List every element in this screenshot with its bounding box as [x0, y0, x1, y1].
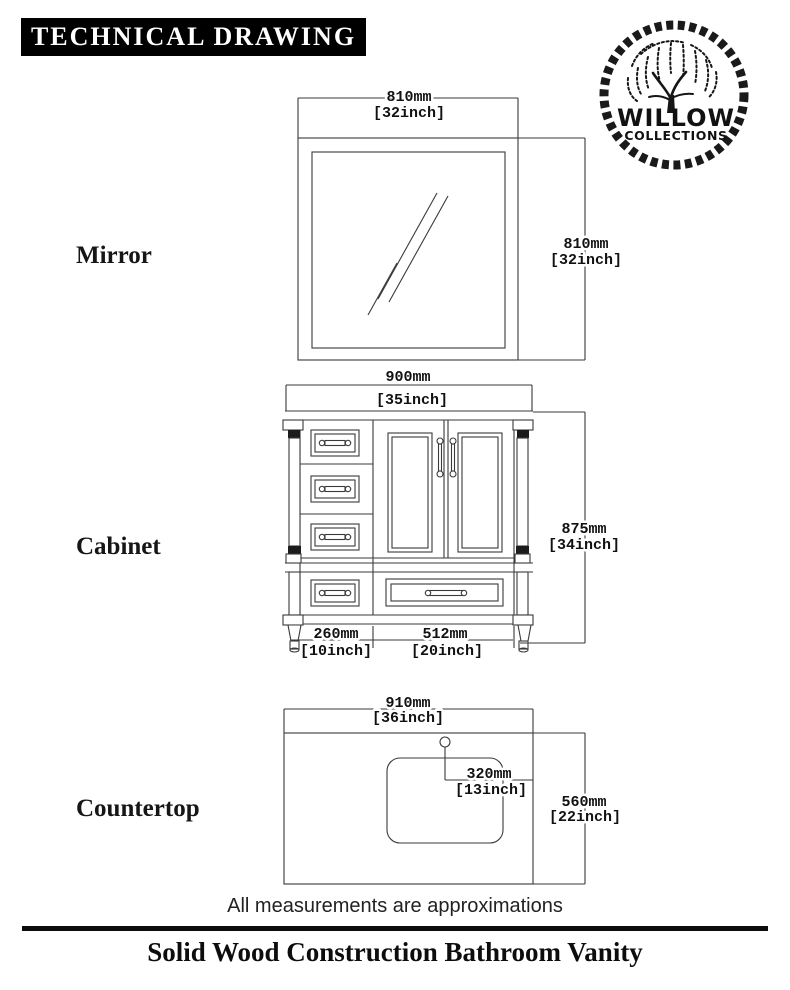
faucet-offset-inch-label: [13inch]: [455, 782, 527, 799]
drawer-front: [310, 579, 360, 607]
brand-logo: WILLOW COLLECTIONS: [599, 20, 749, 170]
countertop-faucet-dimension: 320mm [13inch]: [444, 747, 533, 802]
cabinet-drawer-width-inch-label: [10inch]: [300, 643, 372, 660]
cabinet-door-width-inch-label: [20inch]: [411, 643, 483, 660]
countertop-depth-mm-label: 560mm: [561, 794, 606, 811]
cabinet-door-width-mm-label: 512mm: [422, 626, 467, 643]
countertop-section-label: Countertop: [76, 795, 200, 822]
cabinet-door-right: [449, 432, 503, 553]
logo-rope-border-icon: [599, 20, 749, 170]
cabinet-right-post: [512, 419, 534, 653]
cabinet-bottom-dimensions: 260mm [10inch] 512mm [20inch]: [291, 624, 515, 663]
cabinet-height-inch-label: [34inch]: [548, 537, 620, 554]
cabinet-height-mm-label: 875mm: [561, 521, 606, 538]
countertop-width-inch-label: [36inch]: [372, 710, 444, 727]
faucet-offset-mm-label: 320mm: [466, 766, 511, 783]
cabinet-section-label: Cabinet: [76, 533, 161, 560]
willow-tree-icon: [648, 70, 694, 113]
countertop-depth-dimension: 560mm [22inch]: [533, 732, 624, 885]
logo-willow-text: WILLOW: [617, 104, 735, 132]
mirror-drawing: [297, 137, 519, 361]
cabinet-drawing: [282, 410, 534, 653]
product-title: Solid Wood Construction Bathroom Vanity: [147, 937, 643, 967]
drawer-front: [310, 429, 360, 457]
drawer-front: [310, 523, 360, 551]
countertop-width-dimension: 910mm [36inch]: [283, 693, 534, 733]
countertop-depth-inch-label: [22inch]: [549, 809, 621, 826]
measurements-disclaimer: All measurements are approximations: [227, 895, 563, 917]
drawer-front: [310, 475, 360, 503]
mirror-height-inch-label: [32inch]: [550, 252, 622, 269]
countertop-width-mm-label: 910mm: [385, 695, 430, 712]
cabinet-width-inch-label: [35inch]: [376, 392, 448, 409]
mirror-width-inch-label: [32inch]: [373, 105, 445, 122]
countertop-drawing: [283, 732, 534, 885]
header-banner: TECHNICAL DRAWING: [21, 18, 366, 56]
wide-drawer-front: [385, 578, 504, 607]
mirror-width-dimension: 810mm [32inch]: [297, 87, 519, 138]
mirror-width-mm-label: 810mm: [386, 89, 431, 106]
footer-divider: [22, 926, 768, 931]
mirror-height-dimension: 810mm [32inch]: [518, 137, 625, 361]
page-title: TECHNICAL DRAWING: [30, 22, 357, 51]
mirror-height-mm-label: 810mm: [563, 236, 608, 253]
mirror-section-label: Mirror: [76, 242, 152, 269]
logo-collections-text: COLLECTIONS: [624, 128, 727, 143]
cabinet-door-left: [387, 432, 444, 553]
willow-foliage-icon: [626, 40, 718, 102]
cabinet-width-dimension: 900mm [35inch]: [285, 367, 533, 412]
faucet-hole: [439, 736, 451, 748]
cabinet-width-mm-label: 900mm: [385, 369, 430, 386]
cabinet-left-post: [282, 419, 304, 653]
cabinet-drawer-width-mm-label: 260mm: [313, 626, 358, 643]
cabinet-height-dimension: 875mm [34inch]: [520, 411, 623, 644]
